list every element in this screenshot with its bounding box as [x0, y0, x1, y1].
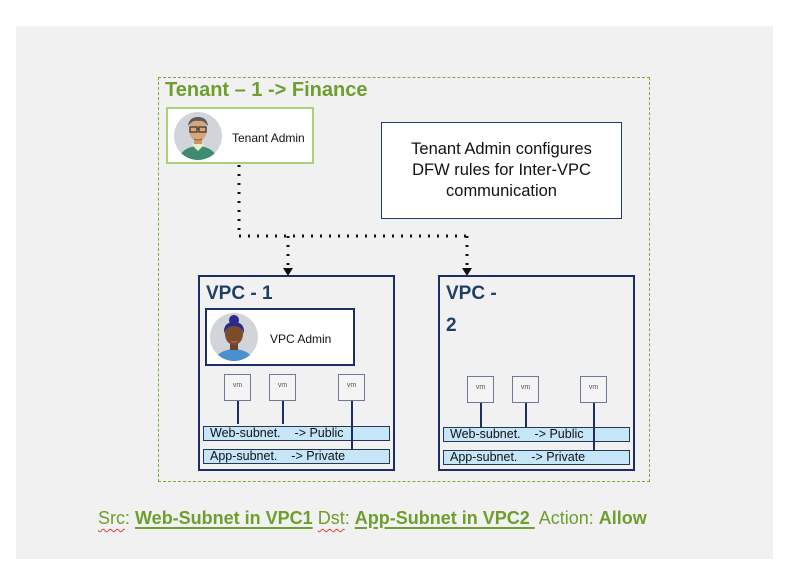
action-label: Action: [538, 508, 599, 528]
vpc2-title-line2: 2 [446, 315, 457, 336]
vpc-admin-avatar-icon [210, 313, 258, 361]
vm-icon: vm [269, 374, 296, 401]
action-value: Allow [598, 508, 647, 528]
vpc-admin-card: VPC Admin [205, 308, 355, 366]
arrowhead-vpc2-icon [462, 268, 472, 276]
tenant-boundary [158, 77, 650, 482]
dfw-rule-summary: Src: Web-Subnet in VPC1 Dst: App-Subnet … [98, 508, 647, 528]
dst-value: App-Subnet in VPC2 [354, 508, 535, 528]
tenant-admin-avatar-icon [174, 112, 222, 160]
vm-link-line [351, 401, 353, 450]
dfw-note-box: Tenant Admin configures DFW rules for In… [381, 122, 622, 219]
vpc-admin-label: VPC Admin [270, 332, 332, 346]
tenant-admin-card: Tenant Admin [166, 107, 314, 164]
vm-icon: vm [338, 374, 365, 401]
vm-icon: vm [580, 376, 607, 403]
vm-link-line [237, 401, 239, 424]
vm-icon: vm [224, 374, 251, 401]
dst-label: Dst [317, 508, 345, 528]
vm-link-line [525, 403, 527, 427]
web-subnet-bar: Web-subnet. -> Public [203, 426, 390, 441]
vpc1-box: VPC - 1 VPC Admin vm vm vm Web-subnet. -… [198, 275, 395, 471]
vm-link-line [282, 401, 284, 424]
vm-icon: vm [512, 376, 539, 403]
vm-link-line [480, 403, 482, 427]
web-subnet-bar: Web-subnet. -> Public [443, 427, 630, 442]
vm-link-line [593, 403, 595, 451]
vpc2-title-line1: VPC - [446, 283, 497, 304]
app-subnet-bar: App-subnet. -> Private [203, 449, 390, 464]
src-value: Web-Subnet in VPC1 [135, 508, 313, 528]
vm-icon: vm [467, 376, 494, 403]
vpc2-box: VPC - 2 vm vm vm Web-subnet. -> Public A… [438, 275, 635, 471]
tenant-title: Tenant – 1 -> Finance [165, 79, 368, 101]
tenant-admin-label: Tenant Admin [232, 131, 305, 145]
app-subnet-bar: App-subnet. -> Private [443, 450, 630, 465]
arrowhead-vpc1-icon [283, 268, 293, 276]
dfw-note-text: Tenant Admin configures DFW rules for In… [411, 140, 592, 200]
vpc1-title: VPC - 1 [206, 283, 273, 304]
src-label: Src [98, 508, 125, 528]
